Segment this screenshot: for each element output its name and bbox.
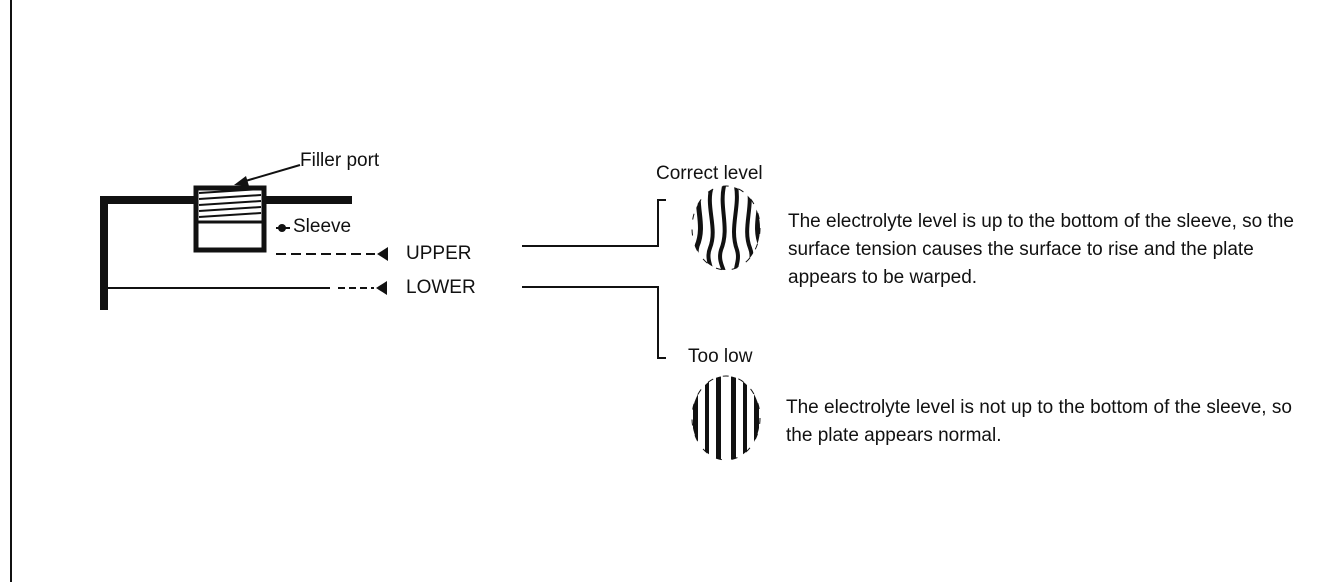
sleeve-arrow	[276, 224, 290, 232]
filler-port	[193, 185, 267, 253]
normal-plate-icon	[691, 375, 761, 461]
filler-port-arrow	[234, 164, 301, 186]
upper-level-line	[276, 247, 388, 261]
lower-level-line	[108, 281, 387, 295]
correct-level-description: The electrolyte level is up to the botto…	[788, 211, 1294, 288]
too-low-title: Too low	[688, 346, 753, 367]
sleeve-label: Sleeve	[293, 216, 352, 237]
warped-plate-icon	[691, 185, 761, 271]
upper-label: UPPER	[406, 243, 472, 264]
filler-port-label: Filler port	[300, 150, 380, 171]
battery-case	[100, 196, 352, 310]
connector-correct	[522, 199, 666, 247]
lower-label: LOWER	[406, 277, 476, 298]
connector-too-low	[522, 286, 666, 359]
too-low-description: The electrolyte level is not up to the b…	[786, 397, 1292, 446]
correct-level-title: Correct level	[656, 163, 763, 184]
